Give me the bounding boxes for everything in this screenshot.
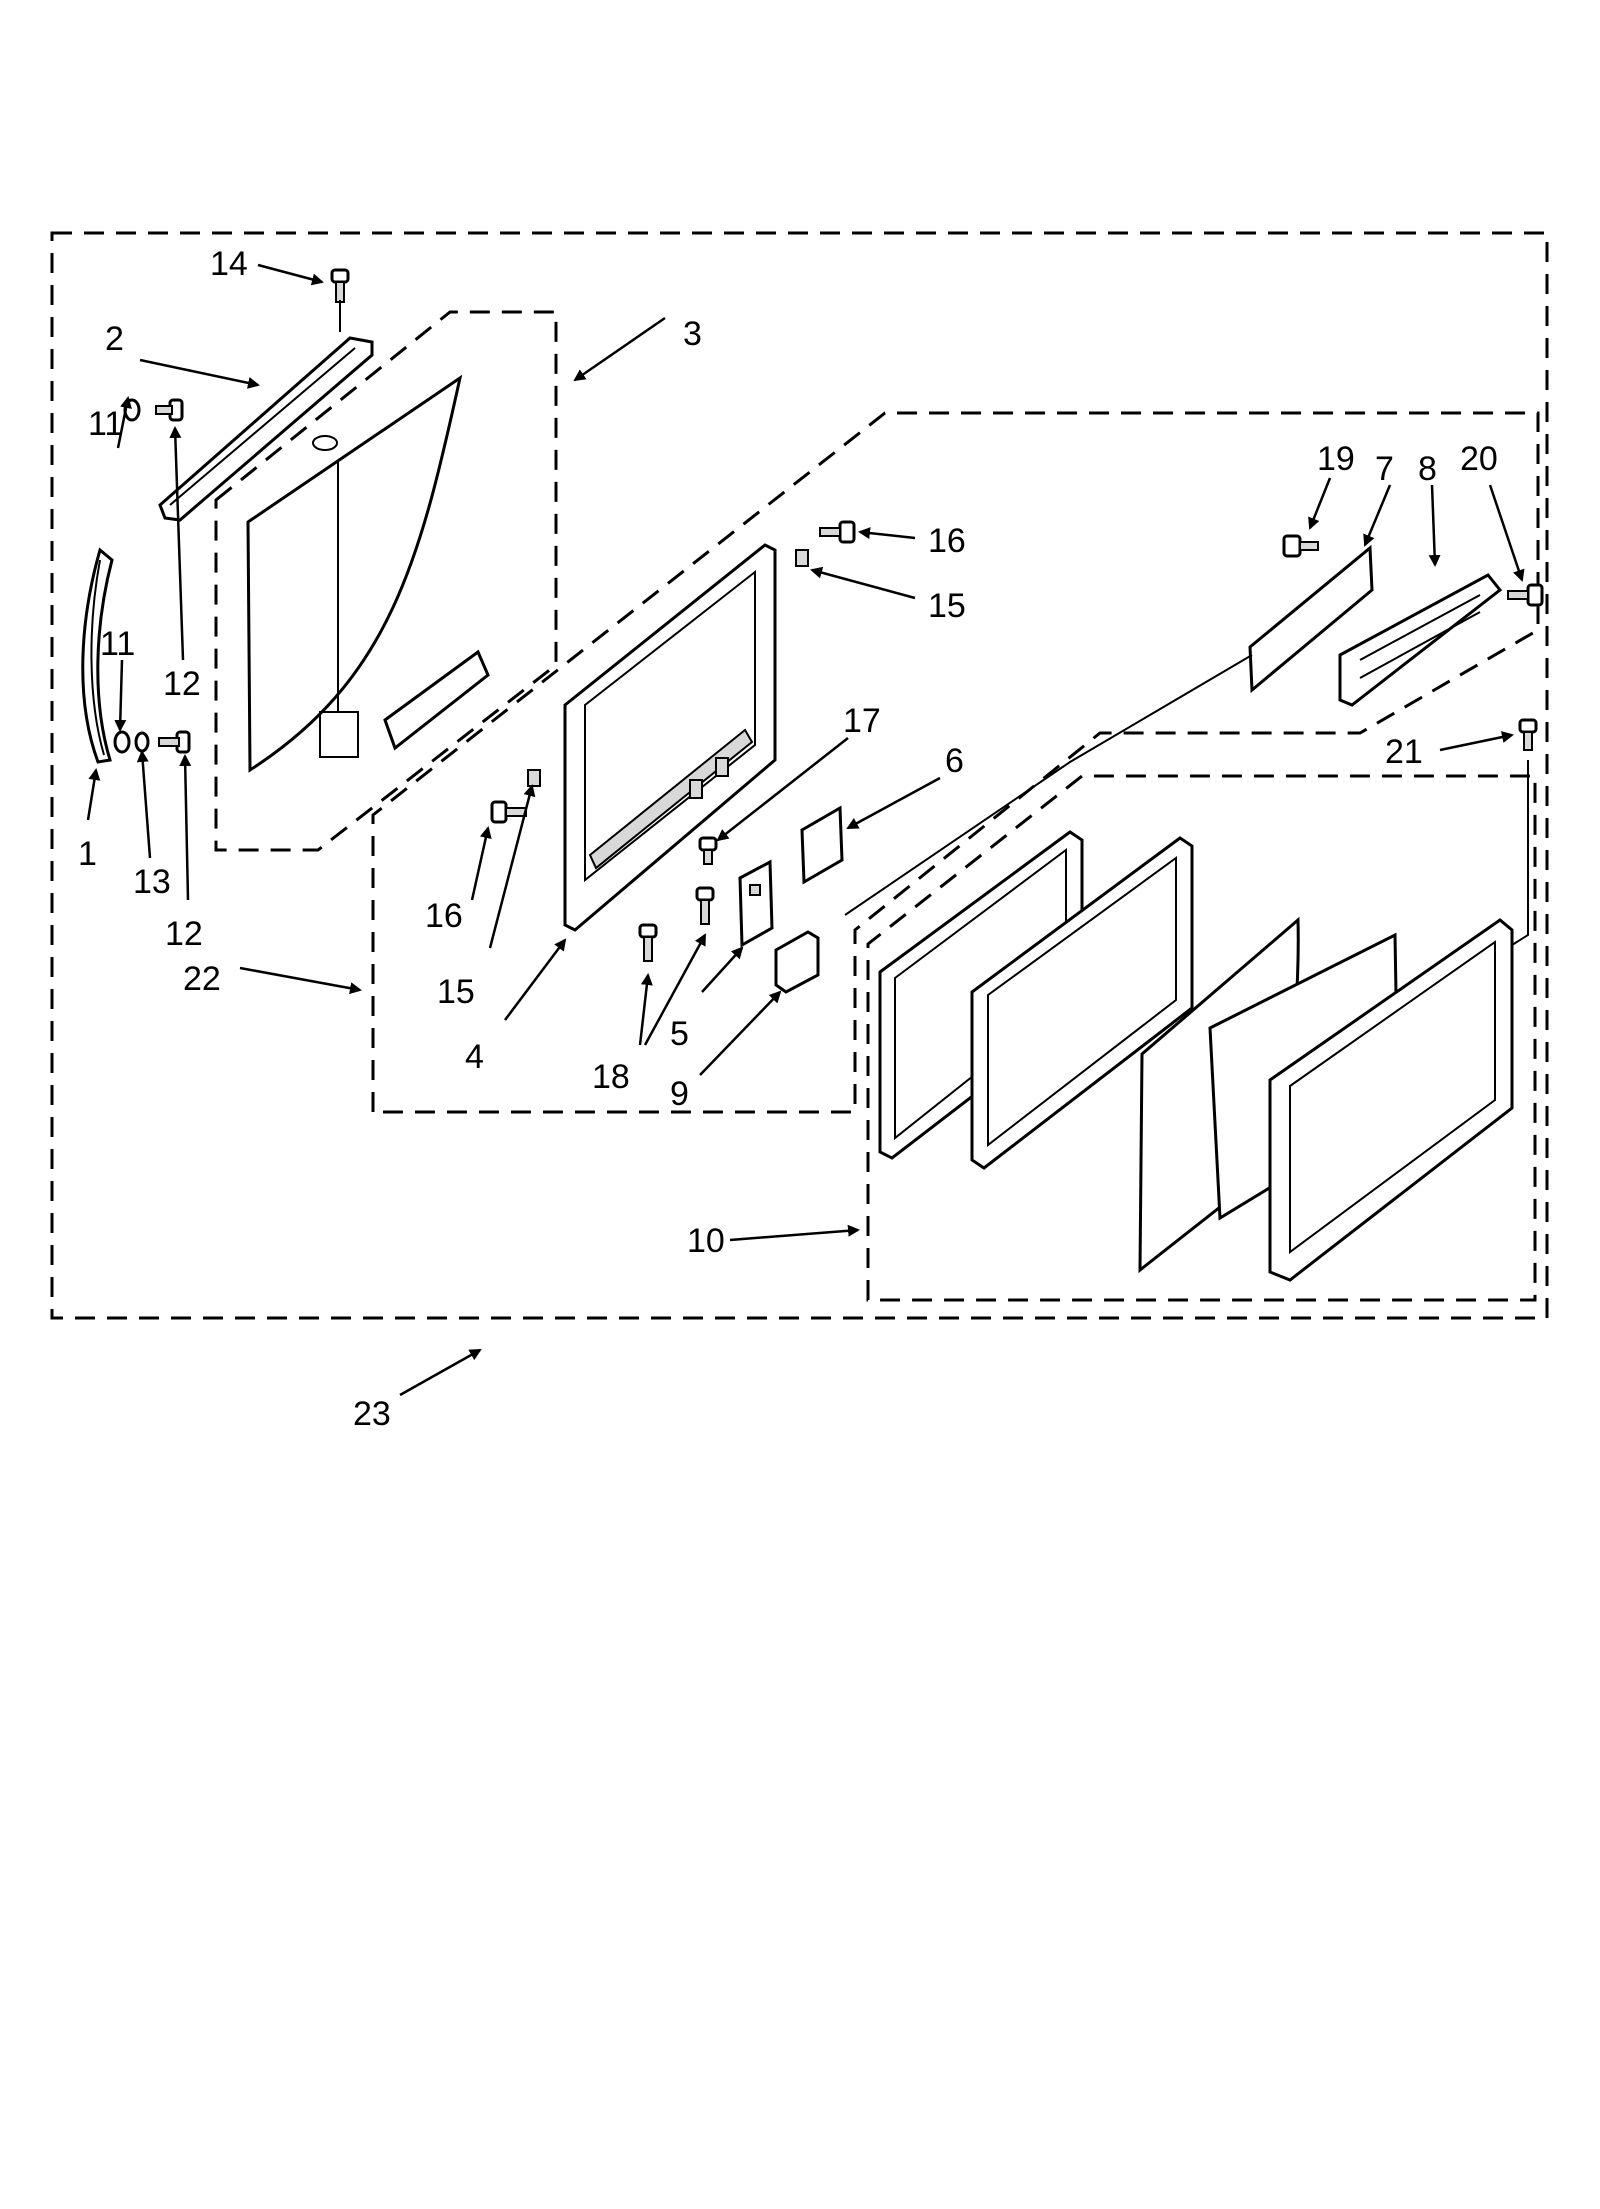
callout-5: 5 [670,1015,689,1053]
bracket-part [774,930,820,994]
screw-14 [330,268,350,303]
callout-13: 13 [133,863,171,901]
panel-6-part [800,805,844,885]
handle-part [81,547,114,764]
window-assembly-part [878,830,1514,1282]
assembly-22-outline [371,411,1540,1114]
sheet-7-part [1248,544,1374,694]
callout-11-upper: 11 [88,405,123,443]
control-board-part [738,859,774,948]
screw-19 [1282,534,1319,558]
callout-7: 7 [1375,450,1394,488]
screw-17 [698,836,718,865]
callout-23: 23 [353,1395,391,1433]
leader-arrows [86,263,1525,1397]
screw-16-lower [490,800,527,824]
callout-10: 10 [687,1222,725,1260]
screw-18-left [638,923,658,962]
callout-11-lower: 11 [100,625,135,663]
alignment-line-7 [844,654,1253,916]
callout-15-upper: 15 [928,587,966,625]
callout-21: 21 [1385,733,1423,771]
callout-6: 6 [945,742,964,780]
callout-20: 20 [1460,440,1498,478]
assembly-10-outline [866,774,1537,1302]
clip-15-upper [795,549,809,567]
callout-19: 19 [1317,440,1355,478]
screw-18-right [695,886,715,925]
alignment-line-21 [1511,760,1529,946]
callout-12-lower: 12 [165,915,203,953]
callout-8: 8 [1418,450,1437,488]
callout-4: 4 [465,1038,484,1076]
callout-12-upper: 12 [163,665,201,703]
callout-18: 18 [592,1058,630,1096]
callout-9: 9 [670,1075,689,1113]
washer-11-lower [113,730,131,754]
assembly-outlines [50,231,1549,1320]
callout-3: 3 [683,315,702,353]
inner-frame-part [563,543,777,932]
callout-labels: 14 2 3 11 12 11 1 13 12 22 16 15 17 6 16… [78,245,1498,1433]
outer-panel-part [246,374,490,773]
screw-21 [1518,718,1538,751]
top-trim-part [158,336,374,522]
callout-1: 1 [78,835,97,873]
callout-2: 2 [105,320,124,358]
callout-14: 14 [210,245,248,283]
clip-15-lower [527,769,541,787]
callout-15-lower: 15 [437,973,475,1011]
callout-16-lower: 16 [425,897,463,935]
callout-22: 22 [183,960,221,998]
washer-13 [134,731,150,753]
screw-20 [1507,583,1544,607]
assembly-23-outline [50,231,1549,1320]
screw-16-upper [819,520,856,544]
assembly-3-outline [214,310,558,852]
callout-16-upper: 16 [928,522,966,560]
vent-cover-part [1338,573,1503,707]
screw-12-lower [158,730,191,754]
screw-12-upper [155,398,184,422]
callout-17: 17 [843,702,881,740]
